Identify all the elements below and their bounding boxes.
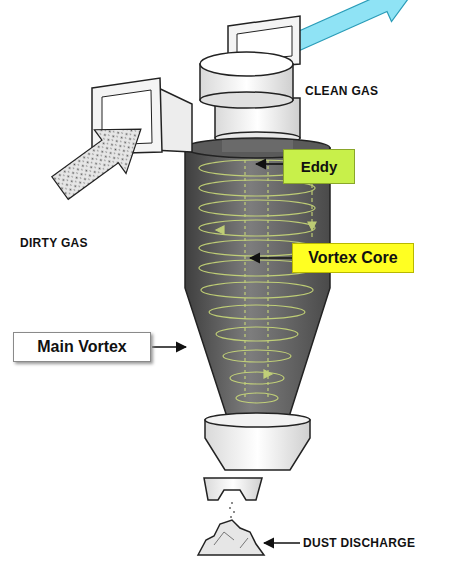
outlet-cap-bottom — [200, 92, 293, 108]
vortex-lines — [199, 160, 316, 403]
cyclone-body — [185, 148, 330, 420]
label-box: Vortex Core — [292, 243, 414, 273]
label-text: Eddy — [301, 158, 338, 175]
label-box: Main Vortex — [13, 332, 151, 362]
leader-arrow — [152, 346, 186, 348]
vortex-core-line — [244, 160, 245, 400]
flow-arrowhead — [308, 222, 316, 230]
vortex-loop — [199, 220, 315, 236]
vortex-loop — [236, 393, 278, 403]
callout-label: DIRTY GAS — [20, 236, 88, 250]
dust-outlet-rim — [205, 413, 310, 427]
callout-label: DUST DISCHARGE — [303, 536, 415, 550]
label-box: Eddy — [283, 149, 355, 184]
vortex-loop — [209, 305, 305, 319]
vortex-loop — [223, 350, 291, 362]
dust-particle — [231, 502, 233, 504]
clean-gas-arrow-shape — [284, 0, 424, 62]
callout-label: CLEAN GAS — [305, 84, 378, 98]
vortex-loop — [216, 327, 298, 341]
dust-particle — [229, 507, 231, 509]
dust-particle — [233, 511, 235, 513]
dust-particle — [230, 516, 232, 518]
clean-gas-arrow — [284, 0, 424, 62]
dirty-gas-arrow-shape — [44, 107, 157, 209]
dust-pile-shading — [214, 532, 248, 548]
dust-stream — [229, 502, 235, 518]
leader-arrow — [264, 542, 300, 544]
vortex-core-line — [267, 160, 268, 400]
leader-arrow — [256, 163, 283, 165]
label-text: Vortex Core — [308, 249, 398, 267]
flow-arrowhead — [216, 226, 224, 234]
dust-pile — [198, 520, 264, 555]
vortex-loop — [201, 282, 313, 298]
outlet-cap-top — [200, 52, 293, 76]
label-text: Main Vortex — [37, 338, 127, 356]
discharge-valve — [204, 478, 262, 500]
flow-arrowhead — [264, 370, 272, 378]
vortex-loop — [199, 200, 315, 216]
dirty-gas-arrow — [44, 107, 157, 209]
leader-arrow — [250, 257, 292, 259]
vortex-loop — [230, 372, 284, 384]
